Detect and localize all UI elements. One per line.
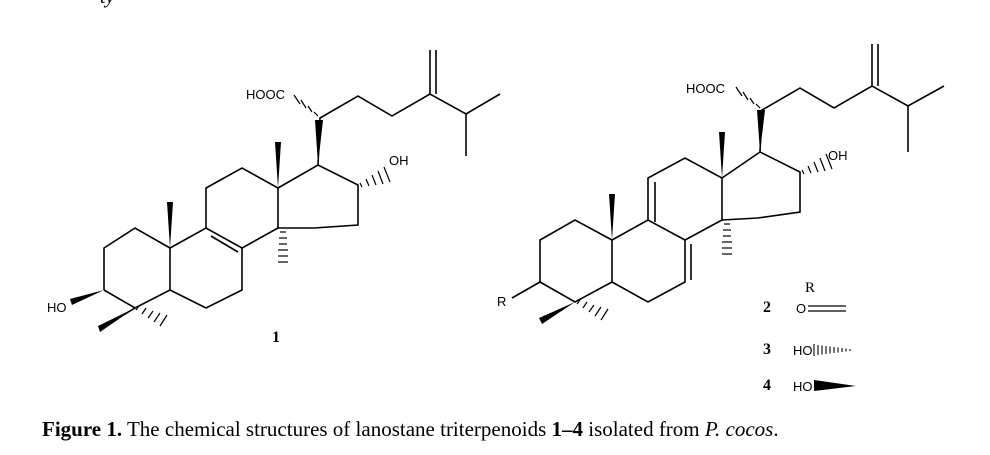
substituent-header: R xyxy=(805,280,815,296)
row-3-number: 3 xyxy=(763,341,771,358)
compound-1-number: 1 xyxy=(272,329,280,346)
row-3-hashed-bond xyxy=(813,344,851,356)
caption-compound-range: 1–4 xyxy=(551,417,584,441)
figure-caption: Figure 1. The chemical structures of lan… xyxy=(42,417,779,442)
row-4-group: HO xyxy=(793,379,813,394)
caption-text-middle: isolated from xyxy=(583,417,705,441)
caption-label: Figure 1. xyxy=(42,417,123,441)
row-4-wedge-bond xyxy=(814,380,856,391)
substituent-table: R 2 O 3 HO 4 HO xyxy=(763,280,856,394)
caption-text-end: . xyxy=(773,417,779,441)
c1-ho-label: HO xyxy=(47,300,67,315)
caption-text-before: The chemical structures of lanostane tri… xyxy=(122,417,552,441)
c1-cooh-label: HOOC xyxy=(246,87,285,102)
caption-species: P. cocos xyxy=(704,417,774,441)
compound-1-structure xyxy=(70,50,501,332)
c1-oh-label: OH xyxy=(389,153,409,168)
chemical-structures-figure: HOOC OH HO 1 xyxy=(47,44,945,394)
top-text-fragment: ty xyxy=(100,0,114,9)
c2-oh-label: OH xyxy=(828,148,848,163)
row-2-group: O xyxy=(796,301,806,316)
c2-r-label: R xyxy=(497,294,506,309)
compound-2-4-structure xyxy=(511,44,945,324)
c2-cooh-label: HOOC xyxy=(686,81,725,96)
row-2-number: 2 xyxy=(763,299,771,316)
compound-2-4-hashed-bonds xyxy=(576,86,833,321)
row-3-group: HO xyxy=(793,343,813,358)
row-4-number: 4 xyxy=(763,377,771,394)
compound-1-hashed-bonds xyxy=(135,94,391,327)
